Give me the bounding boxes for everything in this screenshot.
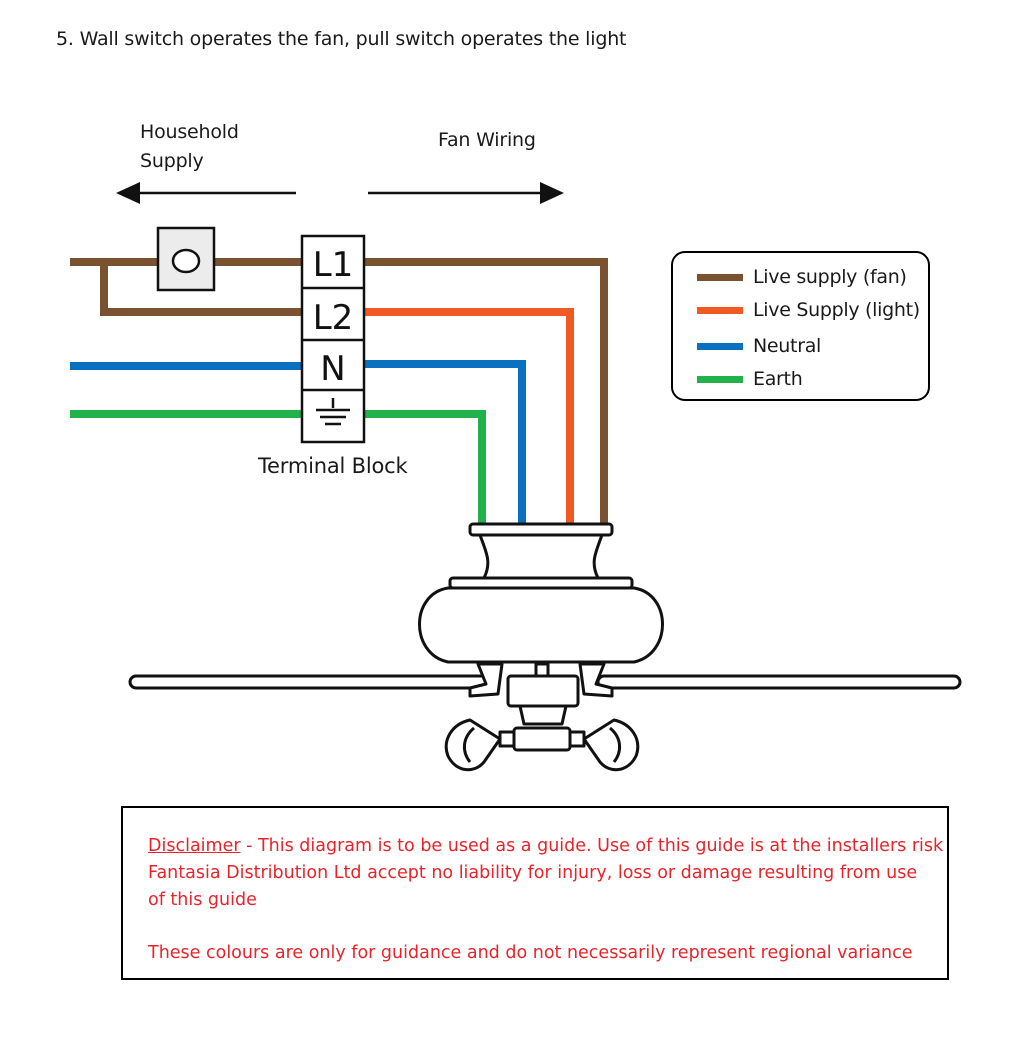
supply-wires xyxy=(70,258,302,418)
page-heading: 5. Wall switch operates the fan, pull sw… xyxy=(56,28,627,50)
legend-label-neutral: Neutral xyxy=(753,335,822,357)
disclaimer-box: Disclaimer - This diagram is to be used … xyxy=(121,806,949,980)
legend-item-live-fan: Live supply (fan) xyxy=(697,263,907,291)
wall-switch-icon xyxy=(156,226,216,292)
legend-swatch-earth xyxy=(697,375,743,383)
legend-item-live-light: Live Supply (light) xyxy=(697,296,920,324)
legend-label-earth: Earth xyxy=(753,368,803,390)
earth-ground-icon xyxy=(316,398,350,426)
household-arrow xyxy=(116,182,296,204)
legend-swatch-live-light xyxy=(697,306,743,314)
legend-label-live-light: Live Supply (light) xyxy=(753,299,920,321)
legend-swatch-neutral xyxy=(697,342,743,350)
household-label-line1: Household xyxy=(140,121,239,143)
terminal-l2: L2 xyxy=(313,298,354,338)
terminal-block: L1 L2 N xyxy=(300,234,366,444)
legend-item-earth: Earth xyxy=(697,365,803,393)
wire-colour-legend: Live supply (fan) Live Supply (light) Ne… xyxy=(671,251,930,401)
disclaimer-line2: Fantasia Distribution Ltd accept no liab… xyxy=(148,863,918,883)
disclaimer-line4: These colours are only for guidance and … xyxy=(148,943,913,963)
fan-wiring-arrow xyxy=(368,182,564,204)
legend-label-live-fan: Live supply (fan) xyxy=(753,266,907,288)
disclaimer-paragraph: Disclaimer - This diagram is to be used … xyxy=(148,833,953,914)
disclaimer-line1-rest: - This diagram is to be used as a guide.… xyxy=(240,836,944,856)
legend-item-neutral: Neutral xyxy=(697,332,821,360)
disclaimer-line3: of this guide xyxy=(148,890,257,910)
terminal-n: N xyxy=(320,349,345,389)
legend-swatch-live-fan xyxy=(697,273,743,281)
terminal-l1: L1 xyxy=(313,245,354,285)
fan-wiring-label: Fan Wiring xyxy=(438,129,536,151)
disclaimer-line1: Disclaimer - This diagram is to be used … xyxy=(148,833,953,860)
disclaimer-link[interactable]: Disclaimer xyxy=(148,836,241,856)
terminal-block-caption: Terminal Block xyxy=(258,454,408,478)
fan-wires xyxy=(364,258,608,524)
ceiling-fan-icon xyxy=(128,522,962,772)
household-supply-label: Household Supply xyxy=(140,118,239,176)
household-label-line2: Supply xyxy=(140,150,204,172)
